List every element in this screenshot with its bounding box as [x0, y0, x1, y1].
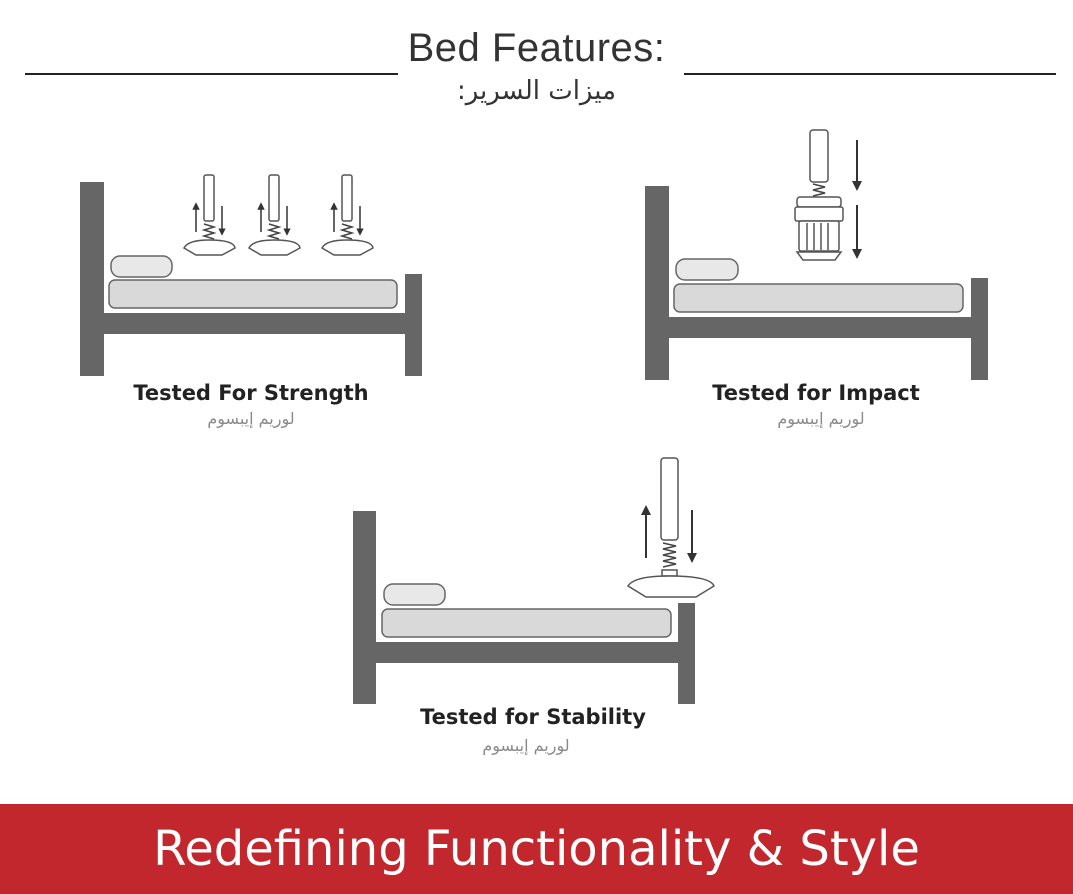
feature-impact-title: Tested for Impact — [712, 381, 920, 405]
strength-tester-3 — [321, 174, 374, 256]
stability-tester — [626, 457, 715, 598]
pillow — [110, 255, 173, 278]
bed-impact — [645, 129, 988, 380]
bed-diagrams — [80, 129, 988, 704]
header: Bed Features: ميزات السرير: — [0, 0, 1073, 120]
feature-strength-title: Tested For Strength — [133, 381, 369, 405]
headboard — [353, 511, 376, 704]
strength-tester-1 — [183, 174, 236, 256]
mattress — [381, 608, 672, 638]
tagline-banner: Redefining Functionality & Style — [0, 804, 1073, 894]
pillow — [383, 583, 446, 606]
bed-strength — [80, 174, 422, 376]
mattress — [108, 279, 398, 309]
header-rule-right — [684, 73, 1056, 75]
page-title: Bed Features: — [407, 26, 666, 70]
feature-stability-title: Tested for Stability — [420, 705, 646, 729]
footboard — [405, 274, 422, 376]
page-title-arabic: ميزات السرير: — [456, 76, 617, 106]
headboard — [645, 186, 669, 380]
footboard — [971, 278, 988, 380]
feature-strength-subtitle: لوريم إيبسوم — [207, 409, 295, 428]
feature-stability-subtitle: لوريم إيبسوم — [482, 736, 570, 755]
impact-tester — [794, 129, 862, 261]
header-rule-left — [25, 73, 398, 75]
strength-tester-2 — [248, 174, 301, 256]
headboard — [80, 182, 104, 376]
bed-stability — [353, 457, 715, 704]
bed-rail — [669, 317, 971, 338]
footboard — [678, 603, 695, 704]
pillow — [675, 258, 739, 281]
mattress — [673, 283, 964, 313]
bed-rail — [104, 313, 405, 334]
bed-rail — [376, 642, 678, 663]
feature-impact-subtitle: لوريم إيبسوم — [777, 409, 865, 428]
